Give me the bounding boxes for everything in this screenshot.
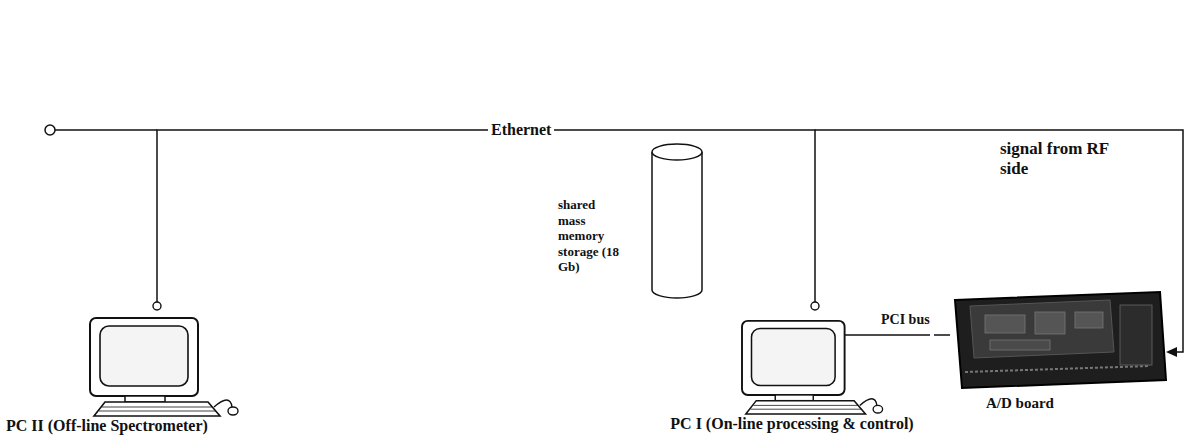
node-label: PC I (On-line processing & control)	[650, 414, 934, 433]
ethernet-link	[157, 130, 815, 310]
connector-label: Ethernet	[488, 120, 554, 139]
ethernet-bus	[55, 129, 157, 131]
computer-icon	[90, 318, 238, 416]
node-label: PC II (Off-line Spectrometer)	[6, 416, 208, 435]
board-node: A/D board	[950, 290, 1172, 420]
node-label: A/D board	[986, 394, 1054, 412]
disk-stack-icon	[652, 144, 702, 298]
computer-node: PC II (Off-line Spectrometer)	[4, 310, 254, 438]
rf-arrowhead	[1166, 347, 1177, 357]
storage-node: shared mass memory storage (18 Gb)	[558, 142, 708, 304]
pci-bus-wire	[845, 334, 930, 336]
ad-board-icon	[955, 292, 1166, 388]
computer-node: PC I (On-line processing & control)	[650, 310, 934, 438]
pci-bus-link	[934, 334, 950, 336]
signal-label: signal from RF side	[1000, 139, 1135, 178]
bus-tap	[811, 302, 819, 310]
node-label: shared mass memory storage (18 Gb)	[558, 197, 622, 275]
bus-terminator	[45, 125, 55, 135]
connector-label: PCI bus	[878, 312, 933, 329]
bus-tap	[153, 302, 161, 310]
